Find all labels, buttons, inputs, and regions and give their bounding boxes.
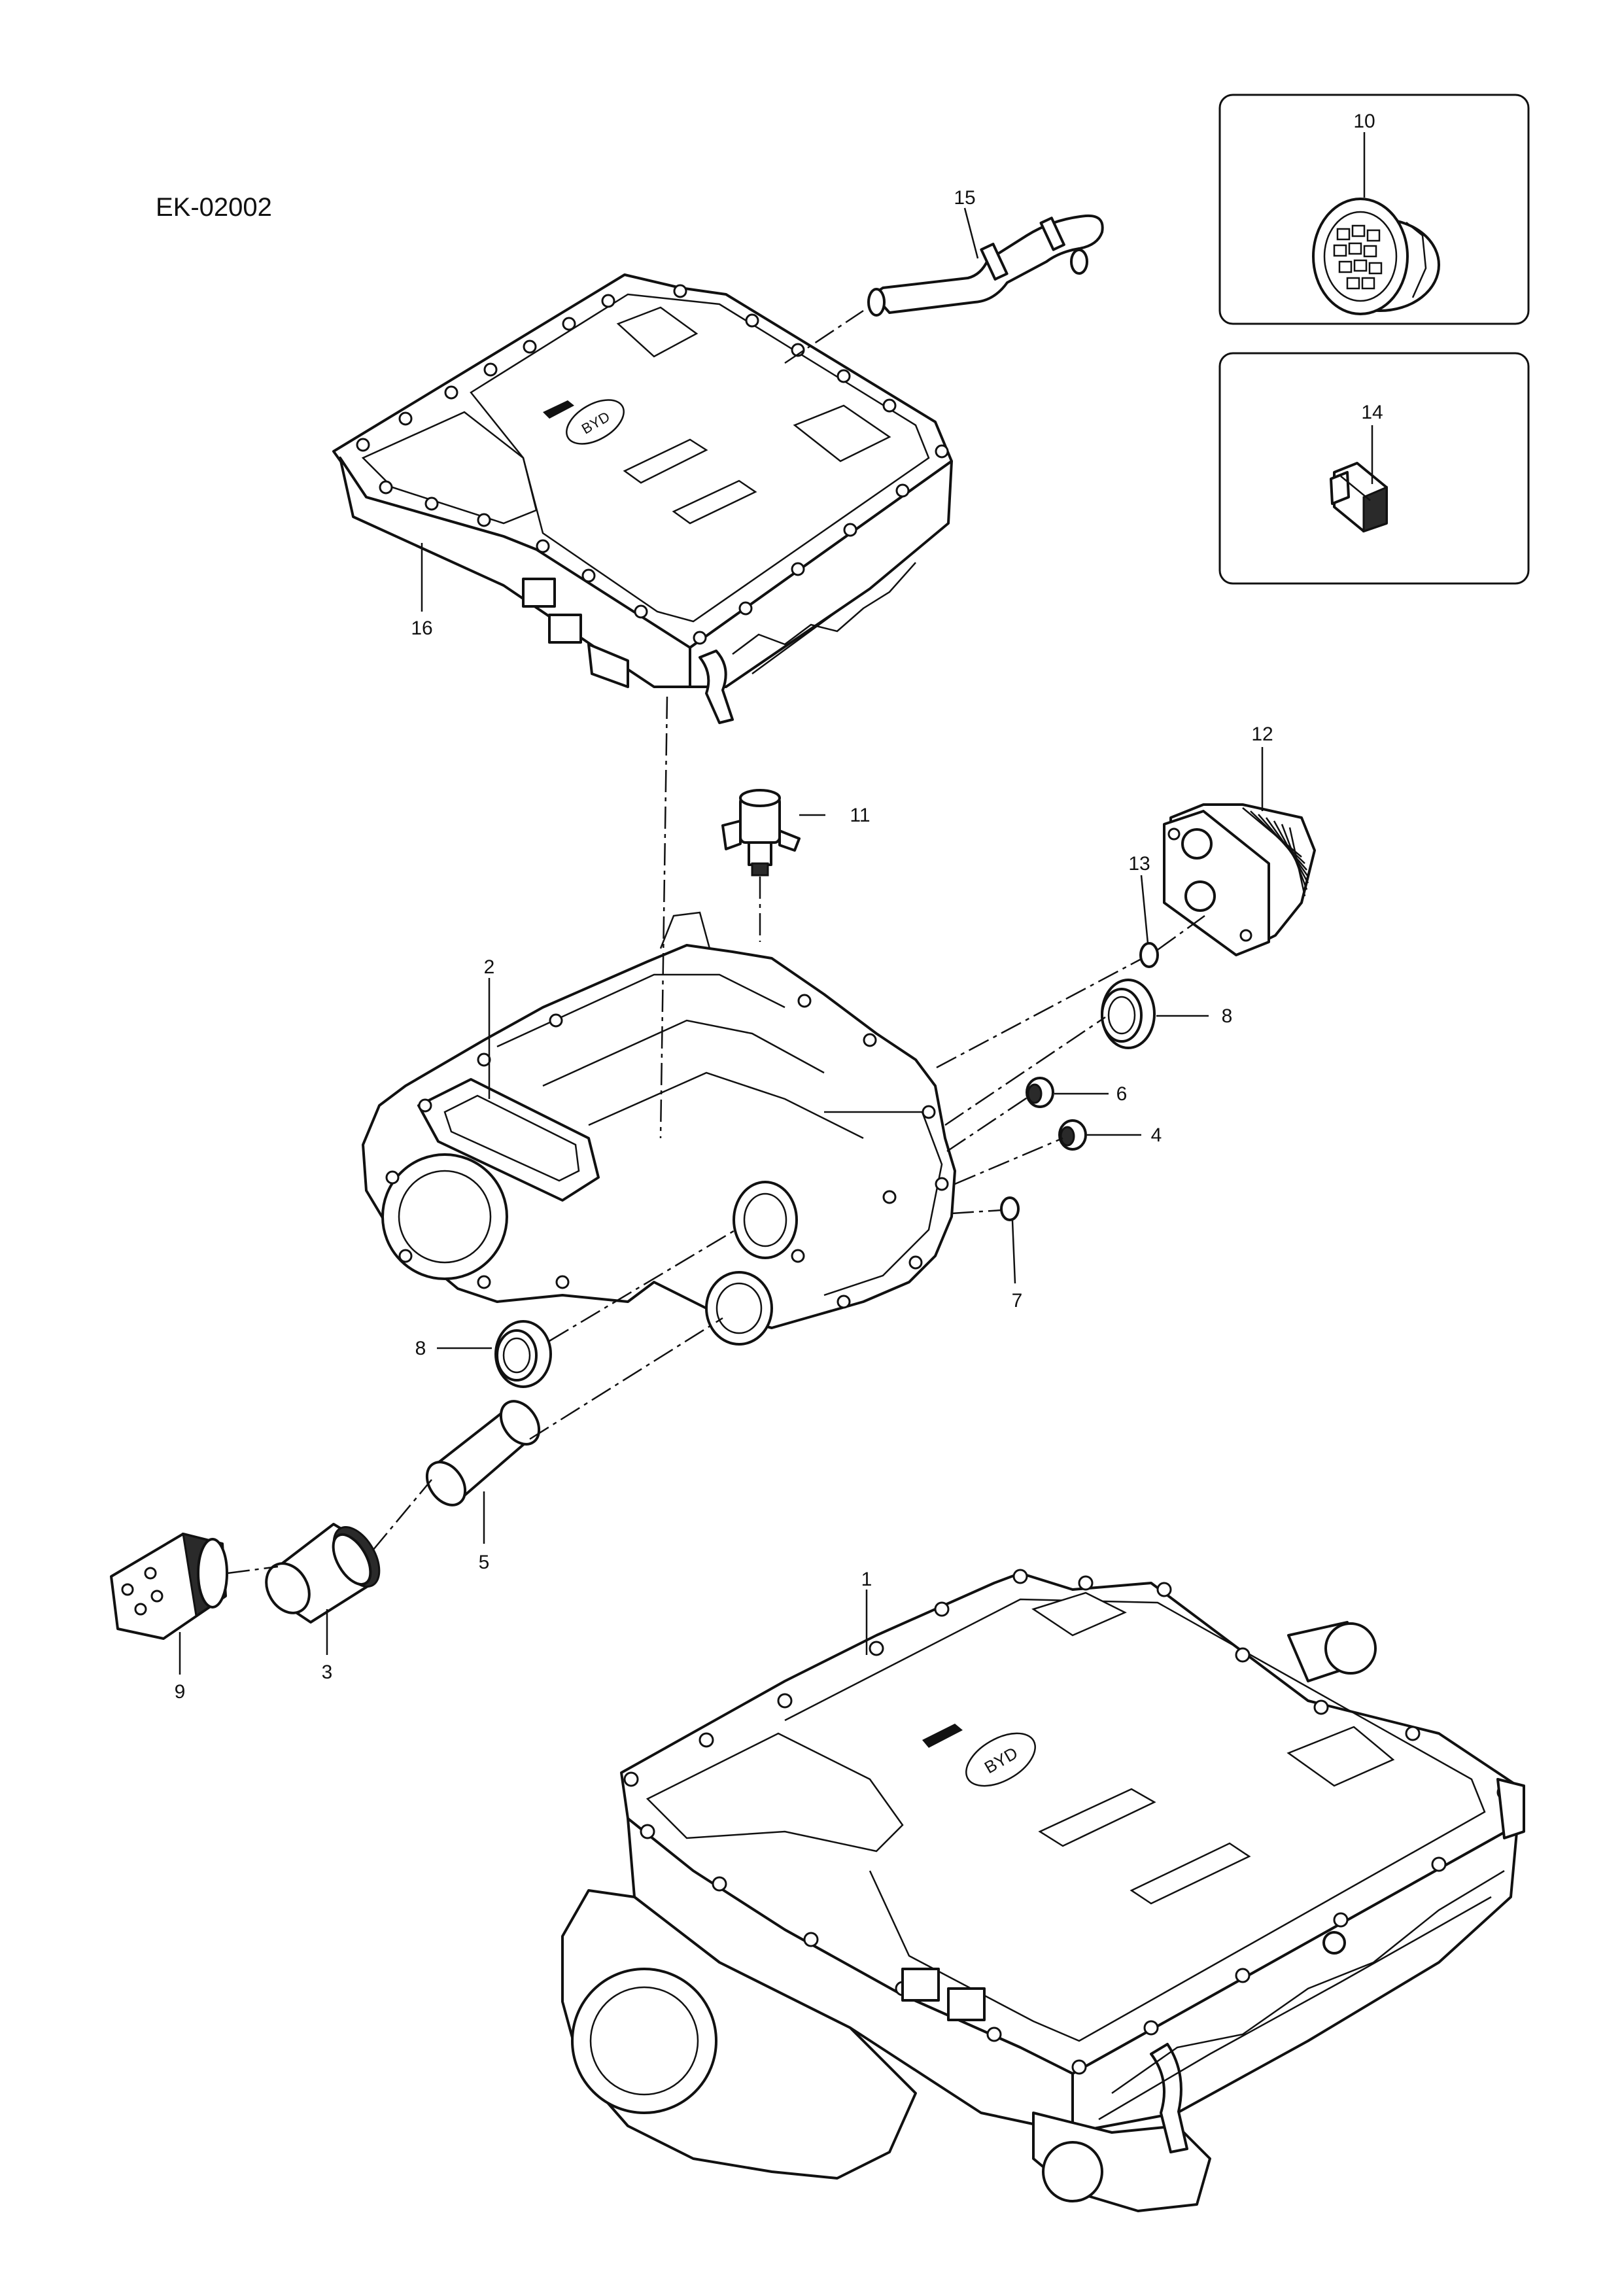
oil-cooler-part-12 <box>1163 803 1316 956</box>
inset-box-part-10: 10 <box>1218 94 1530 325</box>
drawing-code: EK-02002 <box>156 193 272 222</box>
speed-sensor-part-11 <box>721 789 801 877</box>
fuse-part-14 <box>1330 462 1388 533</box>
callout-14: 14 <box>1361 402 1383 423</box>
harness-connector-part-9 <box>110 1532 228 1640</box>
callout-16: 16 <box>411 617 432 639</box>
oil-seal-part-8-upper <box>1101 979 1156 1049</box>
assembly-chain-lines <box>227 309 1205 1574</box>
callout-4: 4 <box>1151 1124 1162 1146</box>
o-ring-part-13 <box>1139 942 1159 968</box>
inverter-unit-part-16: BYD <box>332 273 953 724</box>
callout-6: 6 <box>1116 1083 1128 1105</box>
connector-plug-part-10 <box>1312 198 1440 315</box>
callout-15: 15 <box>954 187 975 209</box>
gearbox-housing-part-2 <box>362 911 956 1346</box>
callout-10: 10 <box>1353 111 1375 132</box>
callout-numbers: 15 16 11 12 13 8 2 6 4 7 8 5 3 9 1 <box>175 187 1273 1703</box>
coolant-hose-part-15 <box>867 214 1104 317</box>
callout-12: 12 <box>1251 723 1273 745</box>
callout-13: 13 <box>1128 853 1150 875</box>
callout-1: 1 <box>861 1569 872 1590</box>
callout-leader-lines <box>179 207 1264 1675</box>
filter-cap-part-3 <box>265 1523 381 1624</box>
washer-part-7 <box>1000 1196 1020 1221</box>
drive-unit-assembly-part-1: BYD <box>561 1569 1525 2212</box>
inset-box-part-14: 14 <box>1218 352 1530 585</box>
drain-plug-part-6 <box>1026 1077 1054 1108</box>
callout-11: 11 <box>850 805 870 826</box>
oil-seal-part-8-lower <box>494 1320 552 1388</box>
fill-plug-part-4 <box>1058 1119 1087 1151</box>
callout-9: 9 <box>175 1681 186 1703</box>
callout-7: 7 <box>1012 1290 1023 1312</box>
callout-8-lower: 8 <box>415 1338 426 1359</box>
oil-filter-part-5 <box>425 1400 541 1506</box>
callout-5: 5 <box>479 1552 490 1573</box>
callout-2: 2 <box>484 956 495 978</box>
callout-8-upper: 8 <box>1222 1005 1233 1027</box>
callout-3: 3 <box>322 1661 333 1683</box>
